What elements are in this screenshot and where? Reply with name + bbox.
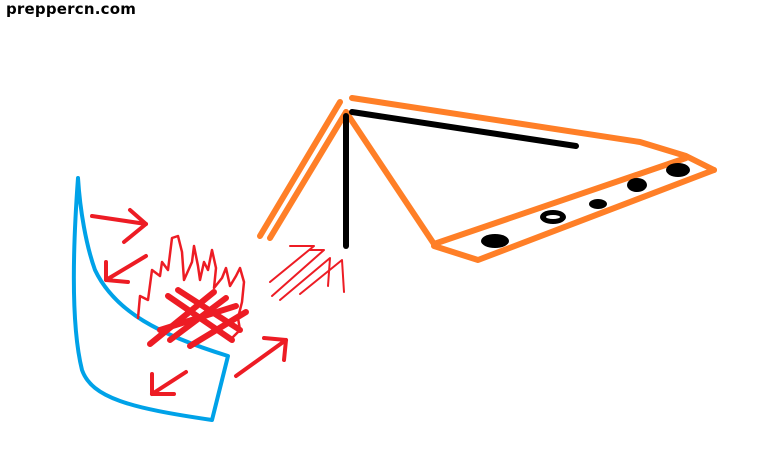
- reflector-wall: [71, 176, 230, 422]
- stake-3: [589, 199, 607, 209]
- shelter-base: [431, 155, 689, 247]
- shelter-front-pole-inner: [267, 109, 349, 241]
- site-watermark: preppercn.com: [6, 0, 137, 18]
- stake-1: [481, 234, 509, 248]
- ridge-line: [349, 109, 579, 149]
- stake-4: [627, 178, 647, 192]
- shelter-ridge-pole: [349, 95, 717, 173]
- fire-logs: [147, 287, 249, 349]
- fire-flames: [136, 234, 246, 342]
- heat-arrow-toward-shelter: [234, 336, 288, 378]
- shelter-base-front: [431, 167, 717, 263]
- shelter-front-pole-left: [257, 99, 343, 239]
- shelter-front-pole-right: [343, 109, 437, 247]
- heat-arrow-reflected-down: [150, 370, 188, 396]
- heat-rays-toward-shelter: [269, 245, 345, 301]
- ground-stakes: [481, 163, 690, 248]
- stake-5: [666, 163, 690, 177]
- heat-arrow-reflected-up: [104, 254, 148, 284]
- heat-arrow-toward-reflector-top: [90, 208, 148, 244]
